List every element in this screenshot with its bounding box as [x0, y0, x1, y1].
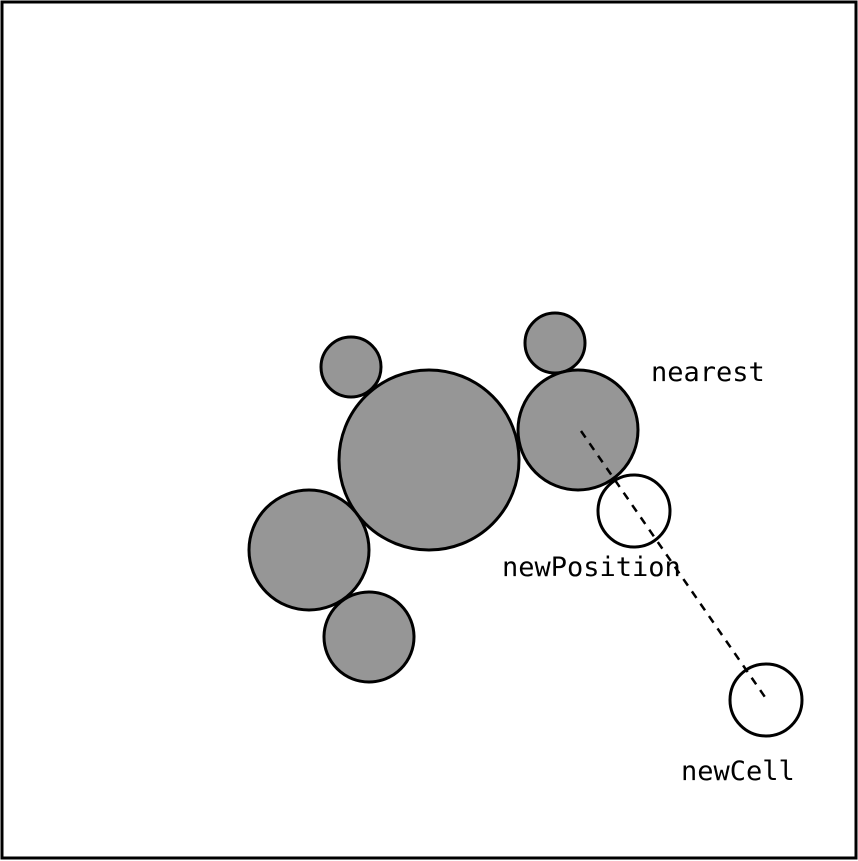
new-position-cell	[596, 473, 672, 549]
new-cell-label: newCell	[681, 756, 795, 787]
cluster-cell-small-top-left	[319, 335, 383, 399]
cluster-cell-bottom	[322, 590, 416, 684]
new-cell	[728, 662, 804, 738]
cluster-cell-small-top-right	[523, 311, 587, 375]
cluster-cell-left	[247, 488, 371, 612]
cell-cluster	[247, 311, 640, 684]
nearest-label: nearest	[651, 357, 765, 388]
nearest-cell	[516, 368, 640, 492]
new-position-label: newPosition	[502, 552, 681, 583]
dashed-connector-line	[579, 430, 769, 701]
cluster-cell-large-center	[337, 368, 521, 552]
